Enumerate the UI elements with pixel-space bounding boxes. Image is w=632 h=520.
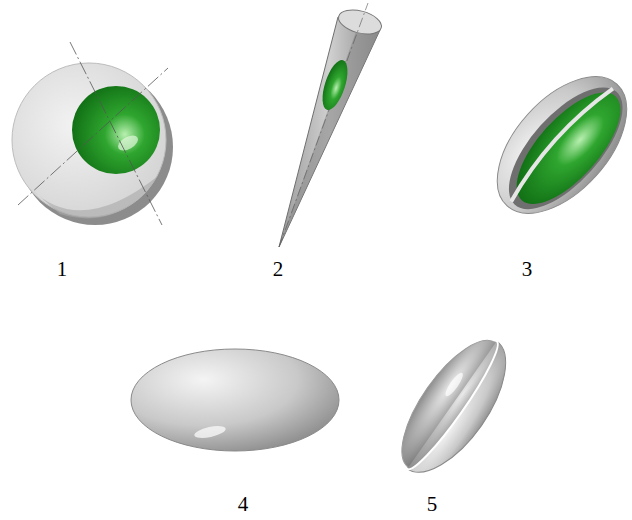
shape-two (279, 3, 384, 247)
callout-number: 5 (427, 494, 438, 515)
shape-three (473, 53, 632, 236)
shape-one (12, 42, 173, 225)
callout-number: 4 (238, 494, 249, 515)
callout-number: 2 (273, 259, 284, 280)
callout-number: 3 (522, 259, 533, 280)
callout-number: 1 (57, 259, 68, 280)
shape-four (131, 349, 339, 451)
shape-five (383, 324, 527, 490)
